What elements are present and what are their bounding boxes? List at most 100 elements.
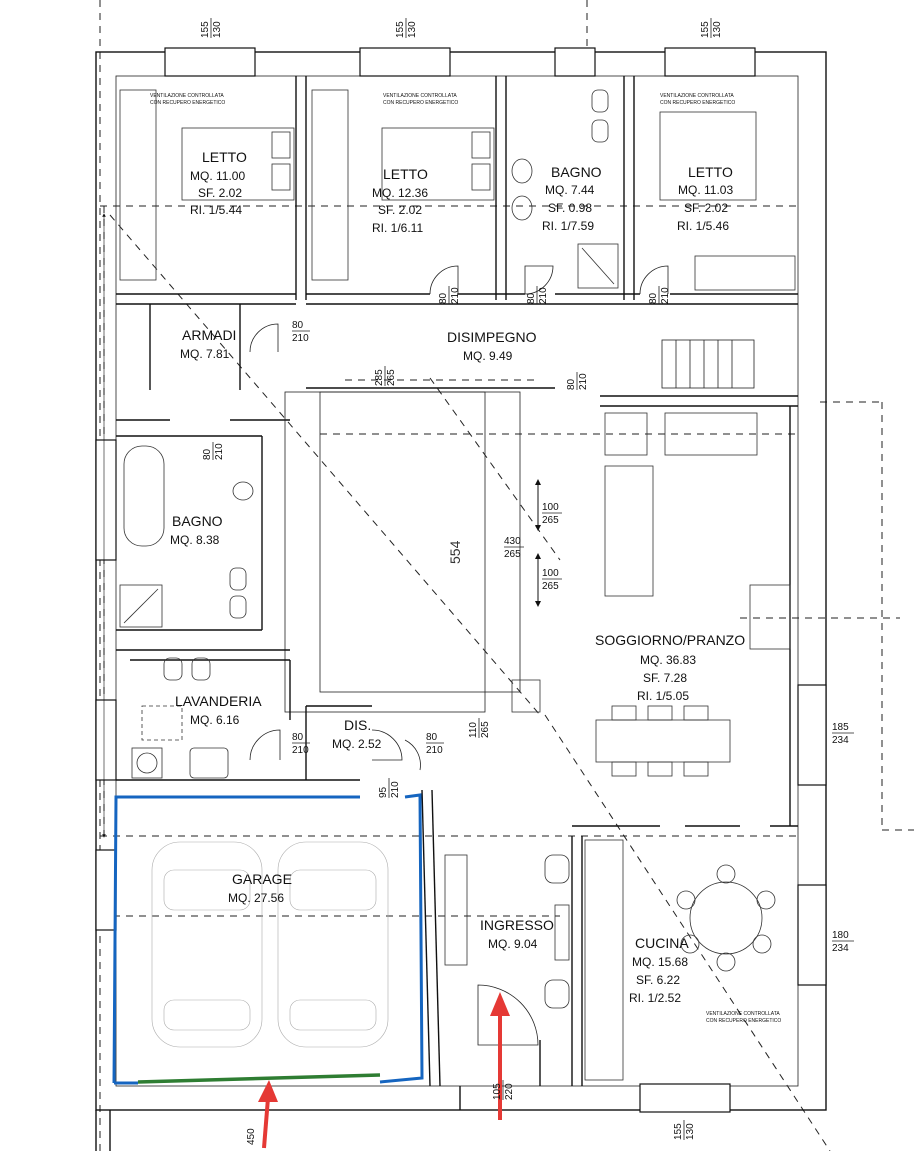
garage-highlight xyxy=(112,793,424,1085)
dim-door-letto3-w: 80 xyxy=(648,292,659,304)
ventilation-note-4a: VENTILAZIONE CONTROLLATA xyxy=(706,1011,780,1017)
room-area: MQ. 11.00 xyxy=(190,169,245,183)
room-labels: LETTO MQ. 11.00 SF. 2.02 RI. 1/5.44 LETT… xyxy=(170,149,745,1005)
room-ingresso: INGRESSO MQ. 9.04 xyxy=(480,917,554,951)
room-light-ratio: RI. 1/5.05 xyxy=(637,689,689,703)
dim-opening-265-a: 265 xyxy=(386,369,397,386)
dim-door-lav-w: 80 xyxy=(292,732,304,743)
room-window-area: SF. 2.02 xyxy=(198,186,242,200)
interior-walls xyxy=(116,76,798,1110)
windows xyxy=(95,47,827,1113)
room-light-ratio: RI. 1/5.46 xyxy=(677,219,729,233)
dim-door-living-h: 210 xyxy=(578,373,589,390)
dim-slide-2-w: 100 xyxy=(542,568,559,579)
room-name: DISIMPEGNO xyxy=(447,329,537,345)
dim-entrance-w: 105 xyxy=(492,1083,503,1100)
room-window-area: SF. 0.98 xyxy=(548,201,592,215)
room-light-ratio: RI. 1/5.44 xyxy=(190,203,242,217)
room-dis: DIS. MQ. 2.52 xyxy=(332,717,382,751)
room-name: LAVANDERIA xyxy=(175,693,262,709)
ventilation-note-2b: CON RECUPERO ENERGETICO xyxy=(383,100,458,106)
room-name: CUCINA xyxy=(635,935,689,951)
dim-door-bagno2-h: 210 xyxy=(214,443,225,460)
room-letto-1: LETTO MQ. 11.00 SF. 2.02 RI. 1/5.44 xyxy=(190,149,247,217)
room-window-area: SF. 2.02 xyxy=(378,203,422,217)
dim-window-1-top: 155 xyxy=(200,21,211,38)
room-bagno-1: BAGNO MQ. 7.44 SF. 0.98 RI. 1/7.59 xyxy=(542,164,602,233)
dim-door-lav-h: 210 xyxy=(292,745,309,756)
ventilation-notes: VENTILAZIONE CONTROLLATA CON RECUPERO EN… xyxy=(150,93,781,1024)
room-name: ARMADI xyxy=(182,327,236,343)
room-area: MQ. 36.83 xyxy=(640,653,696,667)
room-area: MQ. 6.16 xyxy=(190,713,240,727)
dim-entrance-h: 220 xyxy=(504,1083,515,1100)
dim-window-living-w: 185 xyxy=(832,722,849,733)
room-name: DIS. xyxy=(344,717,371,733)
dim-door-letto3-h: 210 xyxy=(660,287,671,304)
room-soggiorno: SOGGIORNO/PRANZO MQ. 36.83 SF. 7.28 RI. … xyxy=(595,632,745,703)
furniture xyxy=(119,89,796,1081)
dim-door-bagno1-w: 80 xyxy=(526,292,537,304)
dim-window-kitchen-w: 180 xyxy=(832,930,849,941)
dim-door-bagno2-w: 80 xyxy=(202,448,213,460)
dim-window-3-top: 155 xyxy=(700,21,711,38)
dim-window-2-top: 155 xyxy=(395,21,406,38)
room-disimpegno: DISIMPEGNO MQ. 9.49 xyxy=(447,329,537,363)
dimension-labels: 155 130 155 130 155 130 155 130 80 210 8… xyxy=(200,18,854,1145)
dim-window-3-bottom: 130 xyxy=(712,21,723,38)
room-garage: GARAGE MQ. 27.56 xyxy=(228,871,292,905)
ventilation-note-3a: VENTILAZIONE CONTROLLATA xyxy=(660,93,734,99)
dim-door-garage-w: 95 xyxy=(378,786,389,798)
dim-door-dis-h: 210 xyxy=(426,745,443,756)
room-name: SOGGIORNO/PRANZO xyxy=(595,632,745,648)
dim-opening-430: 430 xyxy=(504,536,521,547)
stairs xyxy=(661,339,755,389)
dim-door-dis-w: 80 xyxy=(426,732,438,743)
dim-slide-1-h: 265 xyxy=(542,515,559,526)
garage-door-line xyxy=(137,1073,381,1084)
room-area: MQ. 11.03 xyxy=(678,183,733,197)
room-area: MQ. 9.49 xyxy=(463,349,513,363)
room-area: MQ. 15.68 xyxy=(632,955,688,969)
room-light-ratio: RI. 1/7.59 xyxy=(542,219,594,233)
ventilation-note-1b: CON RECUPERO ENERGETICO xyxy=(150,100,225,106)
room-window-area: SF. 6.22 xyxy=(636,973,680,987)
dim-window-living-h: 234 xyxy=(832,735,849,746)
room-name: LETTO xyxy=(688,164,733,180)
ventilation-note-4b: CON RECUPERO ENERGETICO xyxy=(706,1018,781,1024)
dim-slide-1-w: 100 xyxy=(542,502,559,513)
dim-patio-length: 554 xyxy=(447,540,463,564)
garage-entry-arrow xyxy=(258,1080,278,1149)
dim-door-letto2-w: 80 xyxy=(438,292,449,304)
room-area: MQ. 9.04 xyxy=(488,937,538,951)
room-letto-3: LETTO MQ. 11.03 SF. 2.02 RI. 1/5.46 xyxy=(677,164,733,233)
room-armadi: ARMADI MQ. 7.81 xyxy=(180,327,236,361)
doors xyxy=(249,265,669,1046)
dim-opening-285: 285 xyxy=(374,369,385,386)
room-name: GARAGE xyxy=(232,871,292,887)
room-window-area: SF. 2.02 xyxy=(684,201,728,215)
room-window-area: SF. 7.28 xyxy=(643,671,687,685)
dim-door-letto2-h: 210 xyxy=(450,287,461,304)
entry-arrows xyxy=(258,992,510,1149)
room-lavanderia: LAVANDERIA MQ. 6.16 xyxy=(175,693,262,727)
garage-outline xyxy=(112,795,360,1084)
room-cucina: CUCINA MQ. 15.68 SF. 6.22 RI. 1/2.52 xyxy=(629,935,689,1005)
room-name: INGRESSO xyxy=(480,917,554,933)
dim-opening-265-c: 265 xyxy=(480,721,491,738)
room-area: MQ. 2.52 xyxy=(332,737,382,751)
dim-window-kitchen-h: 234 xyxy=(832,943,849,954)
room-area: MQ. 7.44 xyxy=(545,183,595,197)
dim-opening-110: 110 xyxy=(468,722,479,738)
room-name: BAGNO xyxy=(172,513,223,529)
room-area: MQ. 7.81 xyxy=(180,347,230,361)
garage-cars xyxy=(151,841,389,1048)
dim-door-armadi-h: 210 xyxy=(292,333,309,344)
ventilation-note-1a: VENTILAZIONE CONTROLLATA xyxy=(150,93,224,99)
dim-window-kitchen-top: 155 xyxy=(673,1123,684,1140)
dim-door-bagno1-h: 210 xyxy=(538,287,549,304)
exterior-walls xyxy=(95,51,827,1151)
dim-opening-265-b: 265 xyxy=(504,549,521,560)
room-area: MQ. 27.56 xyxy=(228,891,284,905)
